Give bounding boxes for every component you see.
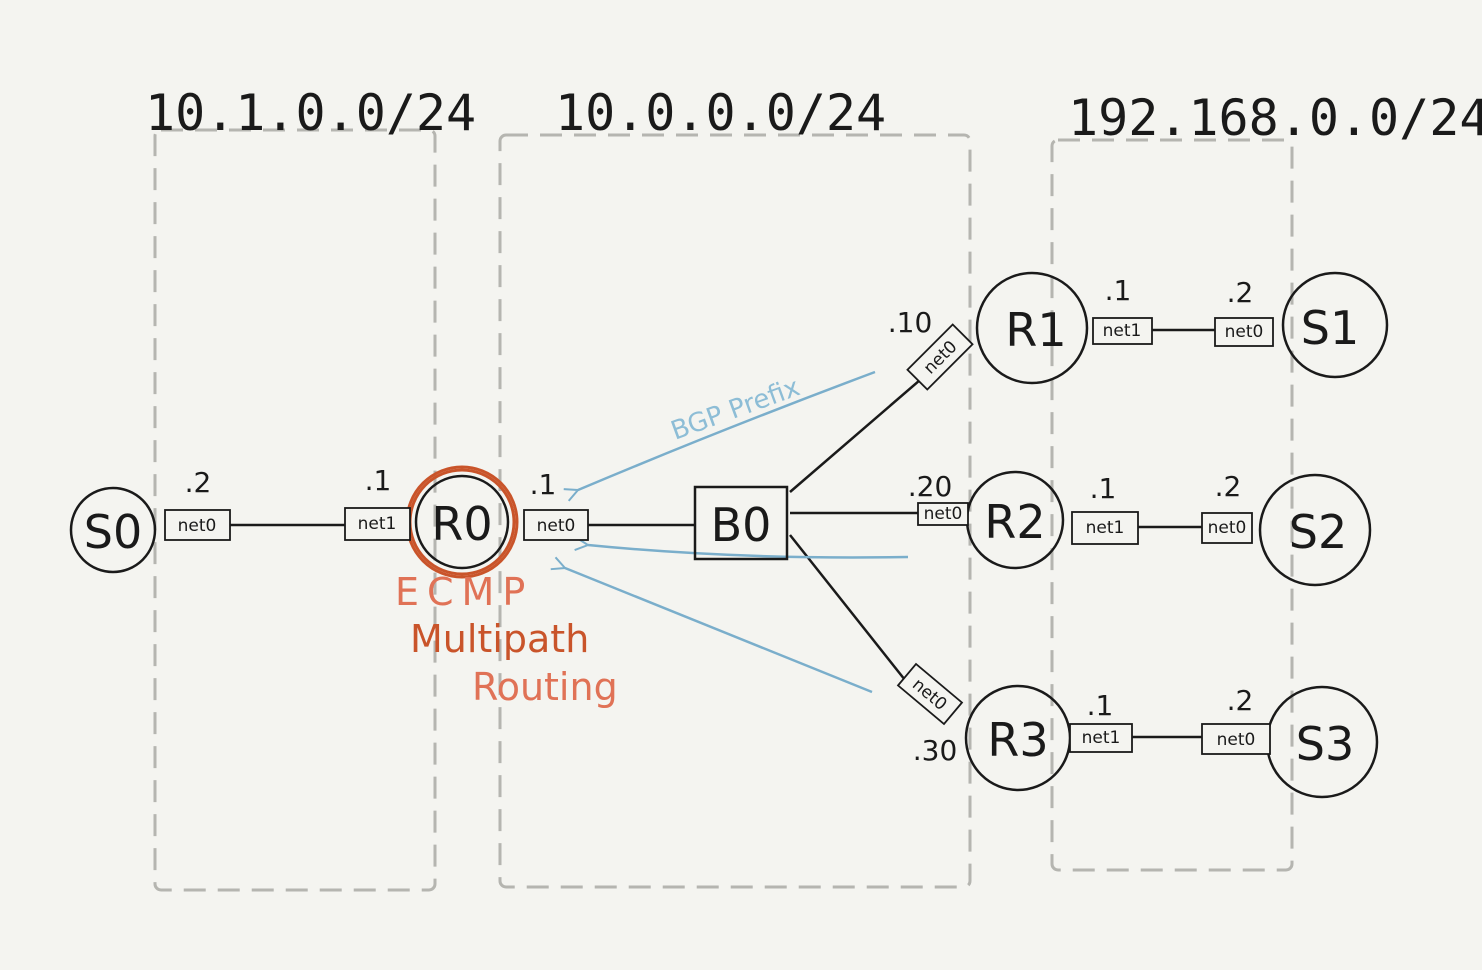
- addr-r2-net0: .20: [908, 470, 953, 503]
- node-s2: S2: [1258, 473, 1372, 587]
- link-b0-r1: [789, 379, 921, 493]
- bgp-prefix-label: BGP Prefix: [667, 372, 804, 446]
- iface-r2-net0: net0: [917, 502, 969, 526]
- subnet-label-10-1: 10.1.0.0/24: [145, 84, 476, 142]
- link-b0-r3: [789, 534, 906, 681]
- iface-r0-net1: net1: [344, 507, 411, 541]
- bgp-arrow-from-r1: [578, 370, 876, 490]
- svg-text:net1: net1: [1086, 518, 1125, 538]
- svg-text:S2: S2: [1289, 505, 1347, 559]
- addr-r3-net1: .1: [1087, 689, 1114, 722]
- iface-r3-net0: net0: [896, 662, 964, 726]
- svg-text:net1: net1: [358, 514, 397, 534]
- iface-s3-net0: net0: [1201, 723, 1271, 755]
- node-s0: S0: [69, 486, 157, 574]
- svg-text:S1: S1: [1301, 301, 1359, 355]
- subnet-box-10-0: [498, 133, 972, 889]
- addr-s2-net0: .2: [1215, 470, 1242, 503]
- node-r2: R2: [965, 470, 1065, 570]
- svg-text:net0: net0: [1208, 518, 1247, 538]
- ecmp-label: ECMP: [395, 570, 533, 614]
- bgp-arrow-from-r2: [588, 545, 909, 559]
- svg-text:net0: net0: [178, 516, 217, 536]
- addr-r1-net0: .10: [888, 306, 933, 339]
- bgp-arrow-from-r3: [565, 568, 873, 694]
- node-r3: R3: [964, 684, 1072, 792]
- iface-r1-net1: net1: [1092, 317, 1153, 345]
- subnet-label-192-168: 192.168.0.0/24: [1068, 89, 1482, 147]
- svg-text:net1: net1: [1103, 321, 1142, 341]
- node-r1: R1: [975, 271, 1089, 385]
- subnet-label-10-0: 10.0.0.0/24: [555, 84, 886, 142]
- addr-s0-net0: .2: [185, 466, 212, 499]
- addr-r1-net1: .1: [1105, 274, 1132, 307]
- svg-text:net0: net0: [537, 516, 576, 536]
- iface-r3-net1: net1: [1069, 723, 1133, 753]
- addr-r0-net1: .1: [365, 464, 392, 497]
- svg-text:R0: R0: [431, 497, 492, 551]
- addr-s3-net0: .2: [1227, 684, 1254, 717]
- ecmp-multipath-label: Multipath: [410, 617, 589, 661]
- svg-text:R2: R2: [984, 495, 1045, 549]
- addr-s1-net0: .2: [1227, 276, 1254, 309]
- svg-text:R3: R3: [987, 713, 1048, 767]
- node-s3: S3: [1265, 685, 1379, 799]
- iface-s0-net0: net0: [164, 509, 231, 541]
- svg-text:S3: S3: [1296, 717, 1354, 771]
- svg-text:R1: R1: [1005, 303, 1066, 357]
- iface-s2-net0: net0: [1201, 512, 1253, 544]
- svg-text:S0: S0: [84, 505, 142, 559]
- iface-r0-net0: net0: [523, 509, 589, 541]
- svg-text:net0: net0: [1225, 322, 1264, 342]
- svg-text:net0: net0: [924, 504, 963, 524]
- svg-text:net1: net1: [1082, 728, 1121, 748]
- ecmp-routing-label: Routing: [472, 665, 618, 709]
- addr-r0-net0: .1: [530, 468, 557, 501]
- svg-text:B0: B0: [711, 498, 772, 552]
- svg-text:net0: net0: [1217, 730, 1256, 750]
- addr-r3-net0: .30: [913, 734, 958, 767]
- subnet-box-10-1: [153, 128, 437, 892]
- node-s1: S1: [1281, 271, 1389, 379]
- iface-r2-net1: net1: [1071, 511, 1139, 545]
- iface-s1-net0: net0: [1214, 317, 1274, 347]
- node-b0: B0: [693, 485, 789, 561]
- subnet-box-192-168: [1050, 138, 1294, 872]
- addr-r2-net1: .1: [1090, 472, 1117, 505]
